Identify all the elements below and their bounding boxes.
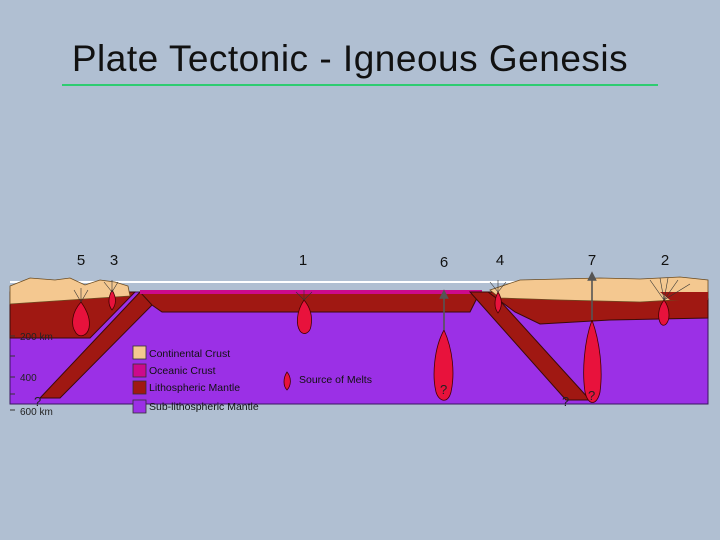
depth-label-200: 200 km: [20, 332, 53, 343]
legend-label-oceanic-crust: Oceanic Crust: [149, 365, 216, 377]
melt-source-4: [494, 291, 502, 314]
depth-label-400: 400: [20, 373, 37, 384]
depth-label-600: 600 km: [20, 407, 53, 418]
depth-ticks: [10, 335, 15, 411]
site-label-6: 6: [440, 254, 448, 271]
legend-label-source-of-melts: Source of Melts: [299, 374, 372, 386]
melt-source-2: [658, 299, 670, 326]
legend-swatch-oceanic-crust: [132, 363, 147, 378]
right-edge-lithosphere: [660, 292, 708, 300]
site-label-5: 5: [77, 252, 85, 269]
site-label-4: 4: [496, 252, 504, 269]
melt-source-1: [296, 299, 312, 334]
site-label-2: 2: [661, 252, 669, 269]
legend: Continental Crust Oceanic Crust Lithosph…: [132, 345, 372, 414]
right-continental-crust: [489, 276, 709, 303]
legend-label-sub-lithospheric-mantle: Sub-lithospheric Mantle: [149, 401, 259, 413]
site-label-1: 1: [299, 252, 307, 269]
magma-conduits: [73, 277, 691, 303]
legend-label-lithospheric-mantle: Lithospheric Mantle: [149, 382, 240, 394]
unknown-marker-slab: ?: [562, 394, 569, 409]
oceanic-crust-layer: [140, 290, 482, 294]
legend-label-continental-crust: Continental Crust: [149, 348, 230, 360]
title-underline: [62, 84, 658, 86]
left-continental-crust: [9, 277, 131, 305]
melt-source-3: [108, 289, 116, 311]
melt-source-7: [583, 318, 602, 403]
melt-source-5: [72, 301, 90, 337]
melt-source-6: [433, 329, 454, 401]
unknown-marker-left: ?: [34, 394, 41, 409]
site-label-7: 7: [588, 252, 596, 269]
page-title: Plate Tectonic - Igneous Genesis: [71, 38, 629, 79]
unknown-marker-6: ?: [440, 382, 447, 397]
site-label-3: 3: [110, 252, 118, 269]
oceanic-plate-lithosphere: [138, 291, 481, 313]
legend-swatch-lithospheric-mantle: [132, 380, 147, 395]
legend-swatch-continental-crust: [132, 345, 147, 360]
legend-swatch-melt: [283, 371, 291, 391]
legend-swatch-sub-lithospheric-mantle: [132, 399, 147, 414]
unknown-marker-7: ?: [588, 388, 595, 403]
